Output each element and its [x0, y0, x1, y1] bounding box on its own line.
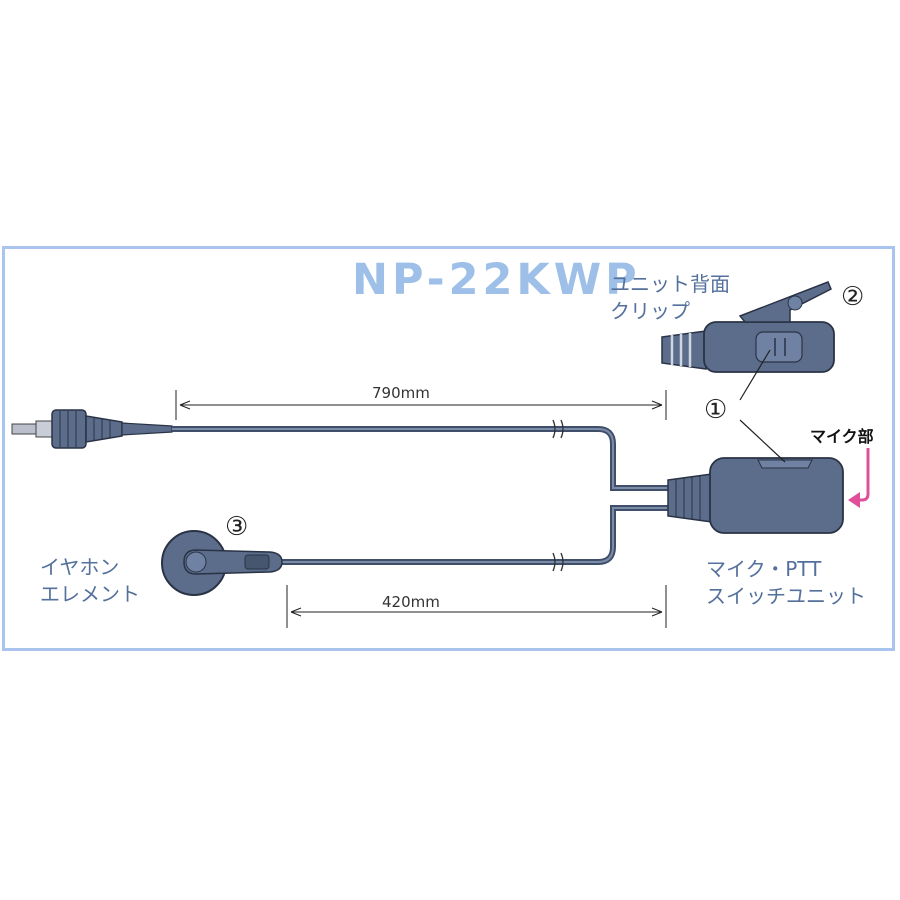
- clip-label: ユニット背面 クリップ: [610, 271, 730, 325]
- page-title: NP-22KWP: [352, 255, 641, 305]
- diagram-frame: [2, 246, 895, 651]
- unit-label: マイク・PTT スイッチユニット: [706, 556, 866, 610]
- callout-one-leaders: [739, 349, 786, 463]
- mic-ptt-unit: [667, 457, 844, 534]
- dimension-lower-label: 420mm: [382, 593, 440, 611]
- upper-cable: [172, 419, 668, 491]
- earphone-label-line1: イヤホン: [40, 555, 120, 579]
- mic-arrow-icon: [848, 448, 870, 508]
- dimension-upper: [175, 390, 667, 420]
- earphone-label: イヤホン エレメント: [40, 554, 140, 608]
- plug-connector: [11, 409, 173, 449]
- unit-label-line2: スイッチユニット: [706, 584, 866, 608]
- callout-two: ②: [841, 282, 865, 312]
- lower-cable: [280, 505, 668, 572]
- callout-one: ①: [704, 395, 728, 425]
- clip-label-line1: ユニット背面: [610, 272, 730, 296]
- mic-label: マイク部: [810, 427, 874, 446]
- earphone-element: [161, 530, 283, 596]
- callout-three: ③: [225, 512, 249, 542]
- unit-label-line1: マイク・PTT: [706, 557, 822, 581]
- clip-label-line2: クリップ: [610, 299, 690, 323]
- earphone-label-line2: エレメント: [40, 582, 140, 606]
- dimension-lower: [286, 585, 667, 628]
- dimension-upper-label: 790mm: [372, 384, 430, 402]
- unit-back-view: [661, 281, 835, 373]
